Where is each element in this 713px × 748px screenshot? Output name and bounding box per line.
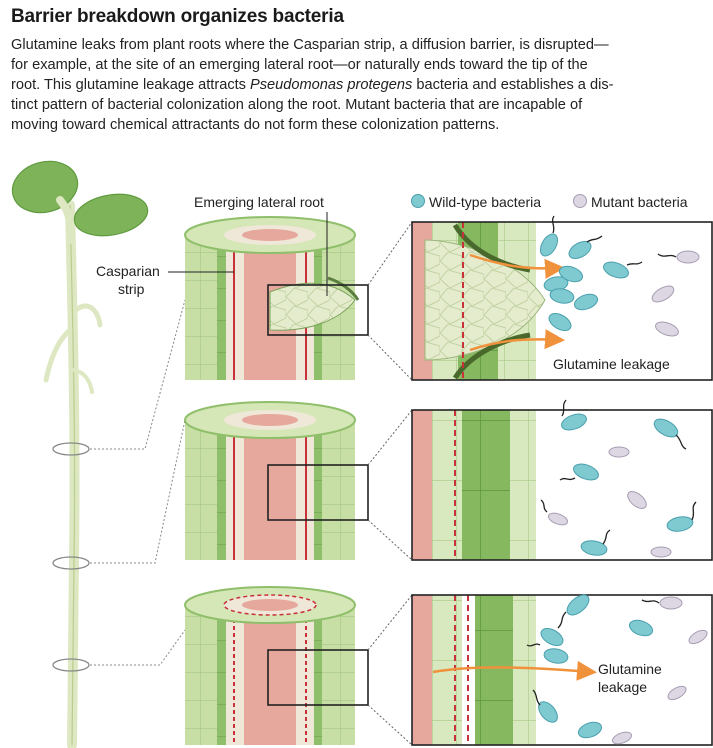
seedling-illustration [7, 154, 185, 745]
root-section-top [185, 217, 368, 380]
glutamine-leakage-label-top: Glutamine leakage [553, 356, 670, 372]
wild-type-legend-swatch [412, 195, 425, 208]
zoom-connectors [368, 222, 412, 745]
root-section-bottom [185, 587, 368, 745]
mutant-legend-label: Mutant bacteria [591, 194, 688, 210]
glutamine-leakage-label-bottom: Glutamine [598, 661, 662, 677]
casparian-label: strip [118, 281, 145, 297]
root-section-middle [185, 402, 368, 560]
glutamine-leakage-label-bottom: leakage [598, 679, 647, 695]
emerging-root-label: Emerging lateral root [194, 194, 324, 210]
casparian-label: Casparian [96, 263, 160, 279]
mutant-legend-swatch [574, 195, 587, 208]
wild-type-legend-label: Wild-type bacteria [429, 194, 541, 210]
